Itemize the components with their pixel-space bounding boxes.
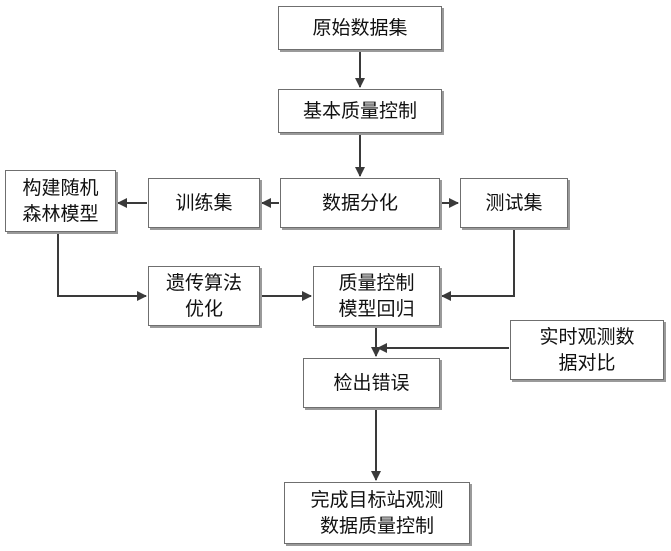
node-raw-dataset: 原始数据集 — [278, 6, 442, 50]
node-random-forest: 构建随机 森林模型 — [5, 170, 116, 232]
node-genetic-algorithm-line2: 优化 — [185, 296, 223, 322]
node-qc-model-regression: 质量控制 模型回归 — [313, 266, 440, 326]
node-detect-errors: 检出错误 — [303, 358, 440, 408]
edge-test-to-regression — [442, 229, 514, 296]
node-random-forest-line2: 森林模型 — [22, 201, 98, 227]
node-training-set-label: 训练集 — [175, 190, 232, 216]
node-basic-quality-control: 基本质量控制 — [278, 89, 442, 133]
node-final-quality-control: 完成目标站观测 数据质量控制 — [284, 482, 470, 544]
node-qc-model-regression-line2: 模型回归 — [338, 296, 414, 322]
node-random-forest-line1: 构建随机 — [22, 175, 98, 201]
node-qc-model-regression-line1: 质量控制 — [338, 270, 414, 296]
node-realtime-comparison-line2: 据对比 — [558, 350, 615, 376]
node-realtime-comparison: 实时观测数 据对比 — [510, 320, 664, 380]
node-test-set: 测试集 — [460, 178, 568, 228]
node-genetic-algorithm-line1: 遗传算法 — [166, 270, 242, 296]
node-basic-quality-control-label: 基本质量控制 — [303, 98, 417, 124]
node-raw-dataset-label: 原始数据集 — [312, 15, 407, 41]
node-realtime-comparison-line1: 实时观测数 — [539, 324, 634, 350]
node-final-quality-control-line1: 完成目标站观测 — [310, 487, 443, 513]
node-training-set: 训练集 — [148, 178, 260, 228]
node-data-split: 数据分化 — [280, 178, 440, 228]
node-test-set-label: 测试集 — [485, 190, 542, 216]
node-detect-errors-label: 检出错误 — [333, 370, 409, 396]
node-genetic-algorithm: 遗传算法 优化 — [148, 266, 260, 326]
edge-rf-to-ga — [58, 233, 146, 296]
node-data-split-label: 数据分化 — [322, 190, 398, 216]
node-final-quality-control-line2: 数据质量控制 — [320, 513, 434, 539]
